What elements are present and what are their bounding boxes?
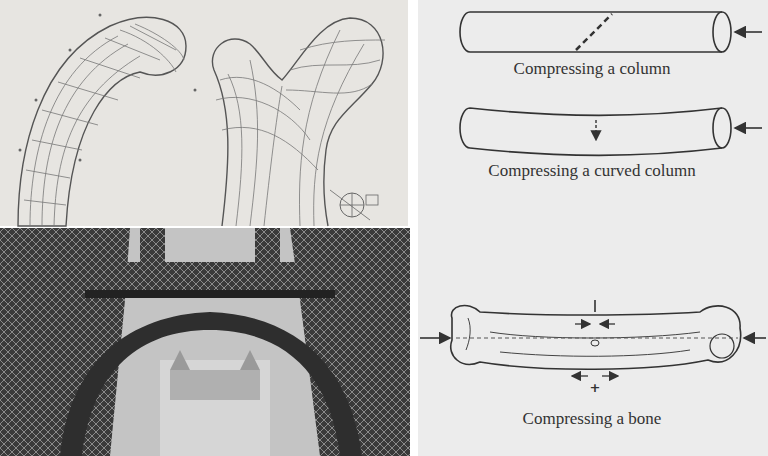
caption: Compressing a column [514,60,671,79]
eiffel-tower-photo [0,228,410,456]
caption: Compressing a bone [523,410,662,429]
trabecular-sketch [0,0,408,226]
caption: Compressing a curved column [488,162,695,181]
sign-label: + [590,381,601,395]
compression-diagrams [418,0,768,456]
